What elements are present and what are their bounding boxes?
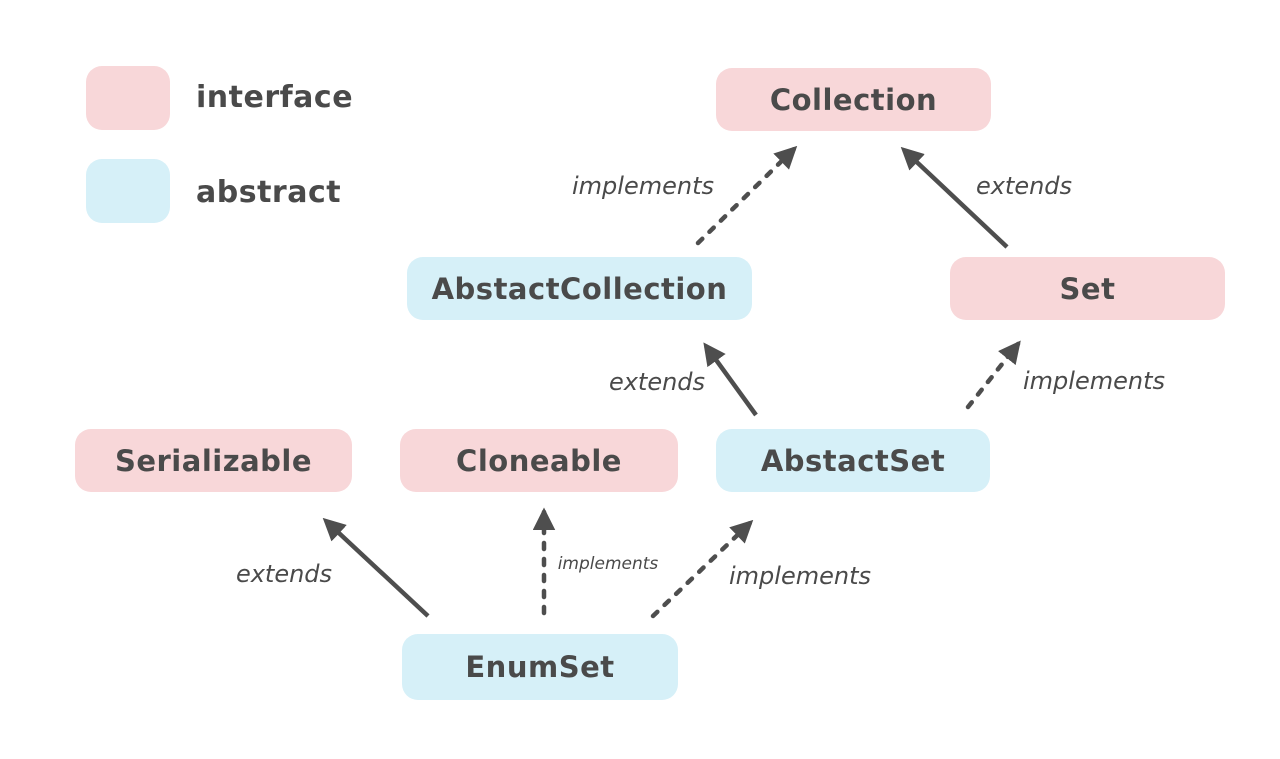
- edge-label-enumset-implements-abstactset: implements: [729, 562, 871, 590]
- legend-label-abstract: abstract: [196, 175, 342, 210]
- node-abstact-collection: AbstactCollection: [407, 257, 752, 320]
- node-serializable: Serializable: [75, 429, 352, 492]
- node-set: Set: [950, 257, 1225, 320]
- arrow-abstactset-extends-abstactcollection: [703, 342, 758, 417]
- arrow-abstactset-implements-set: [965, 340, 1021, 410]
- node-enum-set: EnumSet: [402, 634, 678, 700]
- edge-label-set-extends: extends: [975, 172, 1073, 200]
- edge-label-enumset-implements-cloneable: implements: [557, 554, 659, 574]
- node-abstact-set: AbstactSet: [716, 429, 990, 492]
- edge-label-abstactcollection-implements: implements: [572, 172, 714, 200]
- arrow-enumset-implements-abstactset: [650, 519, 754, 619]
- legend-swatch-interface: [86, 66, 170, 130]
- node-cloneable: Cloneable: [400, 429, 678, 492]
- edge-label-abstactset-extends: extends: [608, 368, 706, 396]
- legend-swatch-abstract: [86, 159, 170, 223]
- legend-label-interface: interface: [196, 80, 354, 115]
- edge-label-enumset-extends: extends: [235, 560, 333, 588]
- arrow-abstactcollection-implements-collection: [695, 145, 798, 246]
- node-collection: Collection: [716, 68, 991, 131]
- arrow-enumset-extends-serializable: [322, 517, 430, 618]
- edge-label-abstactset-implements: implements: [1023, 367, 1165, 395]
- arrow-set-extends-collection: [900, 146, 1009, 249]
